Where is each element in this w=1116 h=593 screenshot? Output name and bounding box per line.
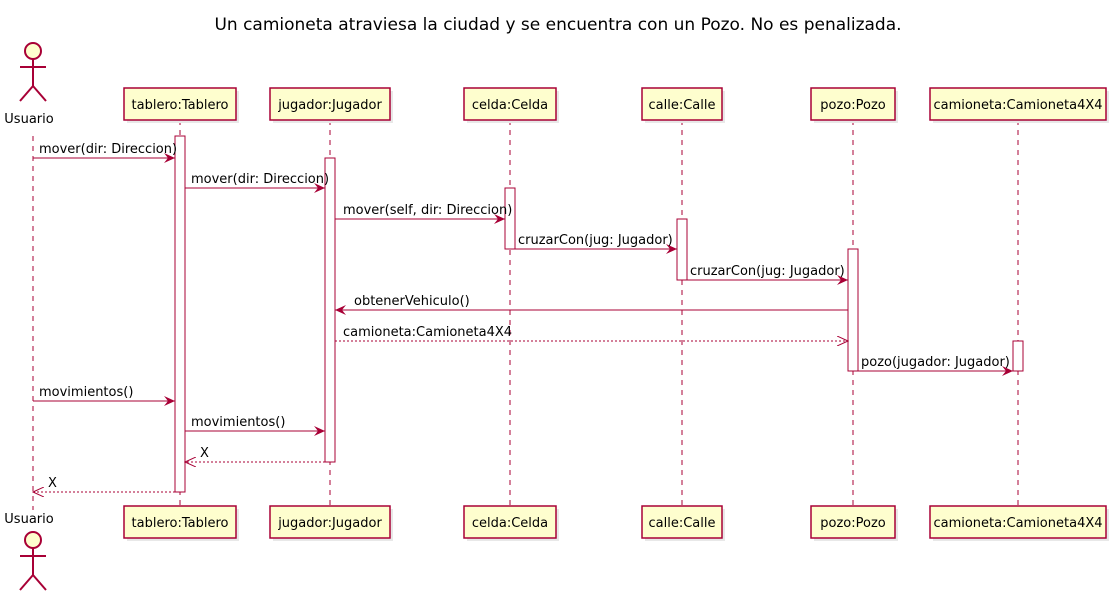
participant-box-camioneta-top <box>929 87 1107 121</box>
message-label: mover(dir: Direccion) <box>191 172 329 187</box>
participant-label-tablero: tablero:Tablero <box>132 98 229 113</box>
actor-icon <box>19 42 47 102</box>
diagram-title: Un camioneta atraviesa la ciudad y se en… <box>214 15 901 35</box>
activation-camioneta <box>1012 340 1024 372</box>
participant-label-tablero: tablero:Tablero <box>132 516 229 531</box>
activation-bars <box>174 135 1024 493</box>
participant-label-calle: calle:Calle <box>649 516 716 531</box>
participant-box-calle-top <box>641 87 723 121</box>
message-label: pozo(jugador: Jugador) <box>861 355 1010 370</box>
activation-jugador <box>324 157 336 463</box>
participant-label-celda: celda:Celda <box>472 98 548 113</box>
participant-box-jugador-top <box>269 87 391 121</box>
actor-icon <box>19 531 47 591</box>
participant-box-tablero-top <box>123 87 237 121</box>
message-label: cruzarCon(jug: Jugador) <box>518 233 673 248</box>
participant-label-jugador: jugador:Jugador <box>277 516 382 531</box>
actor-label: Usuario <box>4 112 53 127</box>
participant-box-jugador-bottom <box>269 505 391 539</box>
participant-box-calle-bottom <box>641 505 723 539</box>
participant-label-camioneta: camioneta:Camioneta4X4 <box>933 516 1102 531</box>
message-label: X <box>200 446 209 461</box>
activation-celda <box>504 187 516 250</box>
activation-tablero <box>174 135 186 493</box>
participant-label-pozo: pozo:Pozo <box>820 516 886 531</box>
participant-box-tablero-bottom <box>123 505 237 539</box>
participant-box-pozo-bottom <box>810 505 896 539</box>
message-label: movimientos() <box>191 415 285 430</box>
participant-label-pozo: pozo:Pozo <box>820 98 886 113</box>
message-label: movimientos() <box>39 385 133 400</box>
participant-box-pozo-top <box>810 87 896 121</box>
message-label: cruzarCon(jug: Jugador) <box>690 264 845 279</box>
participant-label-camioneta: camioneta:Camioneta4X4 <box>933 98 1102 113</box>
participant-heads: tablero:Tablero tablero:Tablero jugador:Ju… <box>4 42 1109 591</box>
actor-label: Usuario <box>4 512 53 527</box>
messages: mover(dir: Direccion) mover(dir: Direccio… <box>33 142 1013 492</box>
message-label: obtenerVehiculo() <box>354 294 470 309</box>
participant-label-celda: celda:Celda <box>472 516 548 531</box>
participant-box-camioneta-bottom <box>929 505 1107 539</box>
participant-box-celda-bottom <box>463 505 557 539</box>
message-label: mover(self, dir: Direccion) <box>343 203 512 218</box>
activation-pozo <box>847 248 859 372</box>
message-label: camioneta:Camioneta4X4 <box>343 325 512 340</box>
participant-box-celda-top <box>463 87 557 121</box>
activation-calle <box>676 218 688 281</box>
participant-label-jugador: jugador:Jugador <box>277 98 382 113</box>
message-label: mover(dir: Direccion) <box>39 142 177 157</box>
participant-label-calle: calle:Calle <box>649 98 716 113</box>
message-label: X <box>48 476 57 491</box>
